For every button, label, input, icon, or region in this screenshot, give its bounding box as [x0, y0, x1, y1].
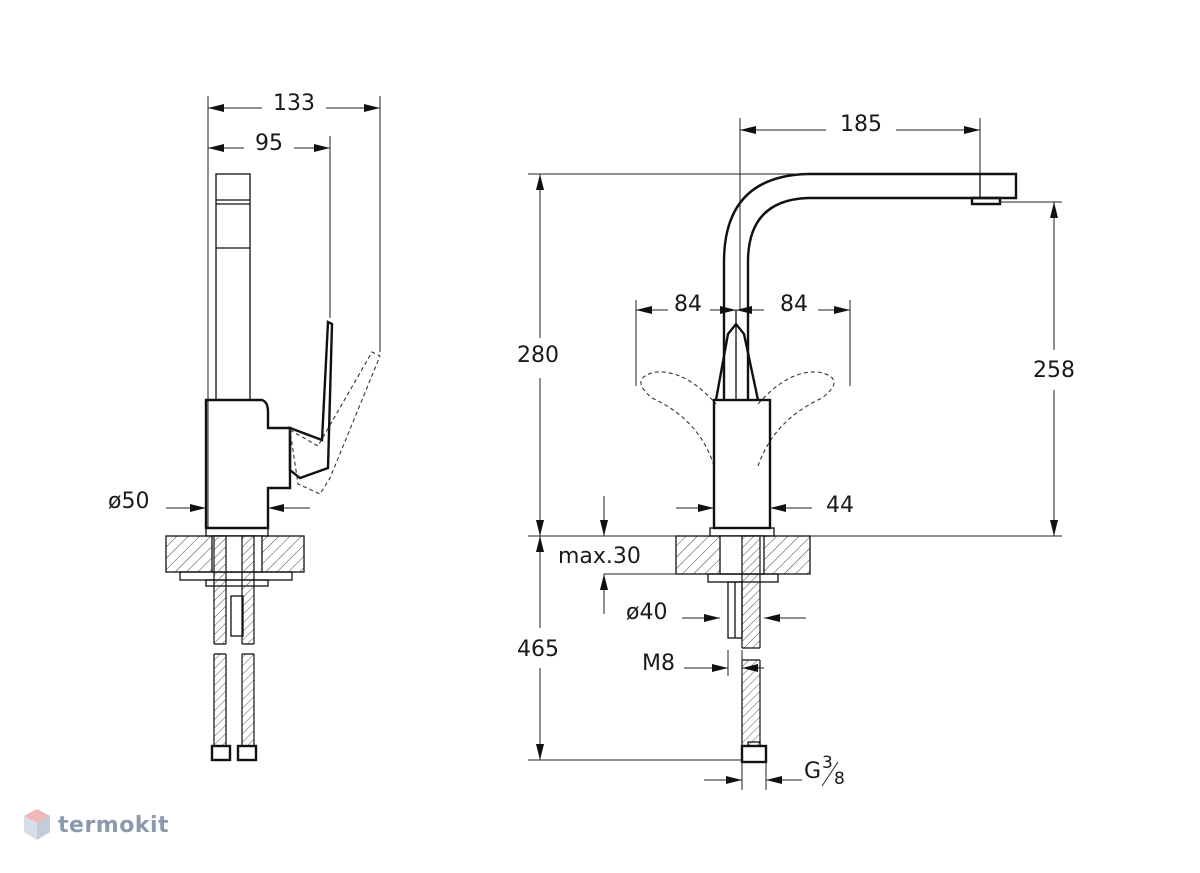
front-lever	[640, 322, 835, 467]
dim-stud-thread: M8	[642, 650, 764, 676]
dim-base-width: 44	[676, 493, 854, 518]
dim-max-thickness: max.30	[558, 496, 641, 614]
side-body	[204, 398, 292, 530]
dim-body-diameter: ø50	[108, 489, 310, 514]
side-lever	[288, 320, 381, 495]
dim-lever-swing: 84 84	[635, 292, 851, 386]
dim-hole-diameter: ø40	[626, 600, 806, 625]
dim-spout-reach: 185	[739, 112, 981, 310]
dim-outlet-height-label: 258	[1033, 358, 1075, 383]
dim-connection-thread-num: 3	[822, 753, 833, 773]
dim-hose-length-label: 465	[517, 637, 559, 662]
dim-stud-thread-label: M8	[642, 651, 675, 676]
dim-hole-diameter-label: ø40	[626, 600, 667, 625]
front-view: 185 84 84	[517, 112, 1075, 790]
dim-connection-thread-den: 8	[834, 769, 845, 789]
dim-outlet-height: 258	[774, 201, 1075, 537]
front-body	[709, 398, 775, 537]
side-hoses	[210, 535, 258, 762]
dim-spout-depth-label: 95	[255, 131, 283, 156]
dim-base-width-label: 44	[826, 493, 854, 518]
dim-total-height: 280	[517, 173, 808, 536]
dim-spout-depth: 95	[208, 131, 331, 318]
side-spout	[215, 173, 251, 401]
front-spout	[722, 172, 1018, 400]
dim-total-depth: 133	[207, 91, 381, 528]
dim-lever-left-label: 84	[674, 292, 702, 317]
dim-max-thickness-label: max.30	[558, 544, 641, 569]
dim-lever-right-label: 84	[780, 292, 808, 317]
cube-icon	[24, 809, 50, 840]
dim-connection-thread-prefix: G	[804, 759, 821, 784]
dim-total-height-label: 280	[517, 343, 559, 368]
dim-spout-reach-label: 185	[840, 112, 882, 137]
dim-body-diameter-label: ø50	[108, 489, 149, 514]
front-hoses	[727, 535, 768, 764]
watermark: termokit	[22, 808, 169, 842]
side-countertop	[165, 527, 305, 587]
side-view: 133 95	[108, 91, 381, 762]
dim-connection-thread: G 3 8	[704, 753, 845, 790]
watermark-brand: termokit	[58, 812, 170, 838]
dim-total-depth-label: 133	[273, 91, 315, 116]
dim-hose-length: 465	[517, 536, 742, 761]
